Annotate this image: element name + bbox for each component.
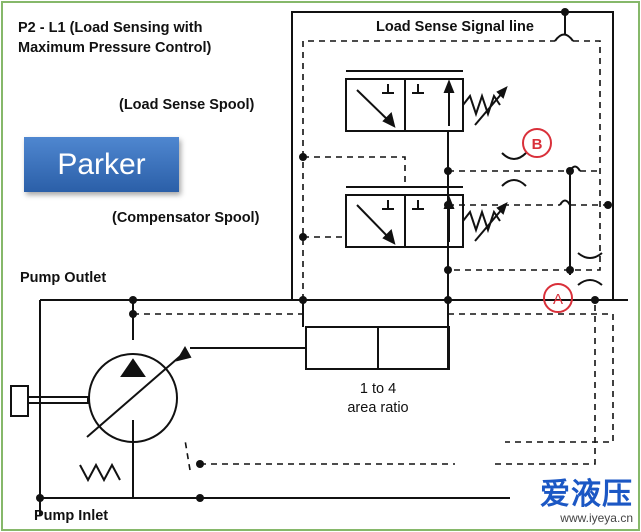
load-sense-spool-label: (Load Sense Spool) — [119, 97, 255, 113]
marker-a: A — [553, 291, 563, 308]
compensator-spool-label: (Compensator Spool) — [112, 210, 260, 226]
title-line-1: P2 - L1 (Load Sensing with — [18, 20, 203, 36]
parker-logo: Parker — [24, 137, 179, 192]
watermark: 爱液压 www.iyeya.cn — [540, 478, 633, 525]
marker-b: B — [532, 136, 543, 153]
pump-outlet-label: Pump Outlet — [20, 270, 107, 286]
pump-spring — [79, 462, 121, 483]
pump-body — [88, 353, 178, 443]
watermark-brand: 爱液压 — [540, 478, 633, 511]
watermark-url: www.iyeya.cn — [560, 511, 633, 525]
ratio-line-2: area ratio — [347, 400, 409, 416]
diagram-title: P2 - L1 (Load Sensing with Maximum Press… — [18, 18, 211, 58]
marker-a-ring — [543, 283, 573, 313]
area-ratio-label: 1 to 4 area ratio — [330, 380, 426, 418]
marker-b-ring — [522, 128, 552, 158]
shaft-flange — [10, 385, 29, 417]
drive-shaft — [27, 396, 89, 404]
junction-dots — [36, 8, 612, 502]
ratio-line-1: 1 to 4 — [359, 381, 397, 397]
title-line-2: Maximum Pressure Control) — [18, 40, 212, 56]
control-box — [291, 11, 614, 301]
pump-inlet-label: Pump Inlet — [34, 508, 109, 524]
signal-line-label: Load Sense Signal line — [376, 19, 534, 35]
